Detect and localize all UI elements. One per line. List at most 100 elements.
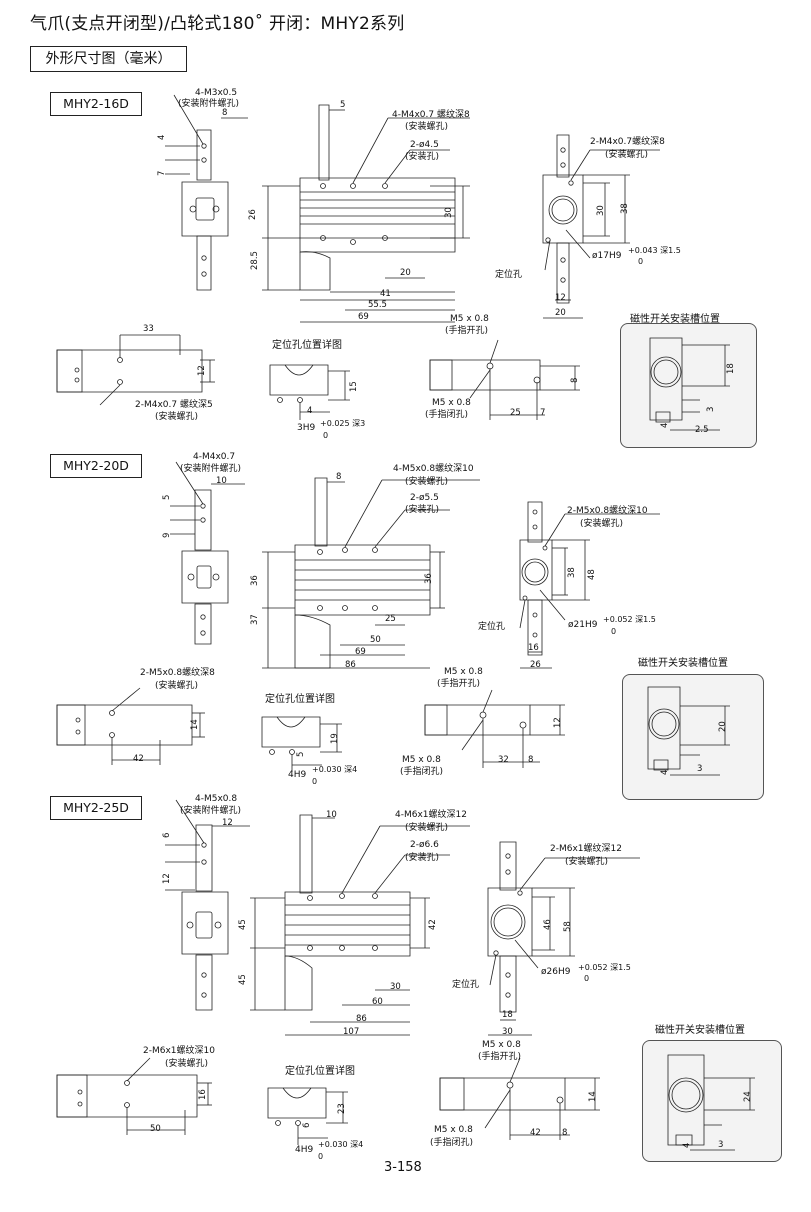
port-close-16: M5 x 0.8 (432, 398, 471, 408)
port-open-25: M5 x 0.8 (482, 1040, 521, 1050)
port-close-note-25: (手指闭孔) (430, 1138, 474, 1148)
dim-16: 16 (198, 1089, 208, 1100)
dim-16: 16 (528, 643, 539, 653)
dim-36b: 36 (424, 573, 434, 584)
dim-8b: 8 (528, 755, 534, 765)
dim-4b: 4 (307, 406, 313, 416)
detail-title-20: 定位孔位置详图 (265, 694, 335, 705)
dim-30: 30 (390, 982, 401, 992)
dim-10: 10 (326, 810, 337, 820)
dim-69: 69 (355, 647, 366, 657)
finger-16-upper (197, 130, 211, 180)
detail-tol-16: +0.025 深3 (320, 419, 366, 428)
attach-thread-16: 4-M3x0.5 (195, 88, 238, 98)
dim-37: 37 (250, 614, 260, 625)
dim-26: 26 (530, 660, 541, 670)
mount-thread-16: 4-M4x0.7 螺纹深8 (392, 110, 470, 120)
hole-20: 2-ø5.5 (410, 493, 439, 503)
detail-fit-20: 4H9 (288, 770, 307, 780)
model-label-16d: MHY2-16D (50, 92, 142, 116)
bore-tol-20: +0.052 深1.5 (603, 615, 656, 624)
hole-25: 2-ø6.6 (410, 840, 439, 850)
dim-86: 86 (345, 660, 356, 670)
detail-tol-low-16: 0 (323, 431, 329, 440)
bore-fit-16: ø17H9 (592, 251, 622, 261)
bore-tol-low-20: 0 (611, 627, 617, 636)
bottom-thread-20: 2-M5x0.8螺纹深8 (140, 668, 215, 678)
dim-30: 30 (444, 207, 454, 218)
side-thread-20: 2-M5x0.8螺纹深10 (567, 506, 648, 516)
dim-4: 4 (157, 134, 167, 140)
mount-note-16: (安装螺孔) (405, 122, 449, 132)
detail-title-25: 定位孔位置详图 (285, 1066, 355, 1077)
dim-19: 19 (330, 733, 340, 744)
dim-18: 18 (726, 363, 736, 374)
mag-switch-box-25 (642, 1040, 782, 1162)
mount-note-20: (安装螺孔) (405, 477, 449, 487)
mag-switch-box-20 (622, 674, 764, 800)
detail-tol-low-20: 0 (312, 777, 318, 786)
dim-36: 36 (250, 575, 260, 586)
side-note-25: (安装螺孔) (565, 857, 609, 867)
dim-33: 33 (143, 324, 154, 334)
dim-12: 12 (222, 818, 233, 828)
bore-fit-25: ø26H9 (541, 967, 571, 977)
page-number: 3-158 (384, 1160, 422, 1175)
dim-46: 46 (543, 919, 553, 930)
dim-41: 41 (380, 289, 391, 299)
dim-2-5: 2.5 (695, 425, 709, 435)
dim-15: 15 (349, 381, 359, 392)
hole-note-20: (安装孔) (405, 505, 440, 515)
dim-12b: 12 (162, 873, 172, 884)
side-note-16: (安装螺孔) (605, 150, 649, 160)
dim-42: 42 (133, 754, 144, 764)
bore-tol-16: +0.043 深1.5 (628, 246, 681, 255)
hole-note-25: (安装孔) (405, 853, 440, 863)
mag-title-20: 磁性开关安装槽位置 (638, 658, 728, 669)
dim-18: 18 (502, 1010, 513, 1020)
detail-tol-low-25: 0 (318, 1152, 324, 1161)
dim-3: 3 (718, 1140, 724, 1150)
mag-title-25: 磁性开关安装槽位置 (655, 1025, 745, 1036)
dim-38: 38 (567, 567, 577, 578)
dim-12b: 12 (197, 365, 207, 376)
side-thread-16: 2-M4x0.7螺纹深8 (590, 137, 665, 147)
dim-7b: 7 (540, 408, 546, 418)
mag-title-16: 磁性开关安装槽位置 (630, 314, 720, 325)
attach-note-16: (安装附件螺孔) (178, 99, 240, 109)
dim-20b: 20 (555, 308, 566, 318)
port-open-note-25: (手指开孔) (478, 1052, 522, 1062)
dim-50: 50 (150, 1124, 161, 1134)
dim-28-5: 28.5 (250, 251, 260, 270)
finger-16-lower (197, 236, 211, 290)
drawing-16d (57, 95, 660, 420)
mount-thread-25: 4-M6x1螺纹深12 (395, 810, 467, 820)
locating-16: 定位孔 (495, 270, 523, 280)
dim-7: 7 (157, 170, 167, 176)
hole-note-16: (安装孔) (405, 152, 440, 162)
dim-107: 107 (343, 1027, 360, 1037)
bottom-note-25: (安装螺孔) (165, 1059, 209, 1069)
dim-5b: 5 (296, 751, 306, 757)
dim-5: 5 (162, 494, 172, 500)
bore-tol-25: +0.052 深1.5 (578, 963, 631, 972)
attach-thread-25: 4-M5x0.8 (195, 794, 238, 804)
bore-tol-low-16: 0 (638, 257, 644, 266)
page-title: 气爪(支点开闭型)/凸轮式180˚ 开闭：MHY2系列 (30, 14, 405, 34)
detail-fit-16: 3H9 (297, 423, 316, 433)
bore-tol-low-25: 0 (584, 974, 590, 983)
dim-42b: 42 (530, 1128, 541, 1138)
port-open-20: M5 x 0.8 (444, 667, 483, 677)
port-close-note-20: (手指闭孔) (400, 767, 444, 777)
dim-58: 58 (563, 921, 573, 932)
attach-thread-20: 4-M4x0.7 (193, 452, 236, 462)
dim-5: 5 (340, 100, 346, 110)
hole-16: 2-ø4.5 (410, 140, 439, 150)
dim-12: 12 (553, 717, 563, 728)
detail-title-16: 定位孔位置详图 (272, 340, 342, 351)
dim-20: 20 (718, 721, 728, 732)
mag-switch-box-16 (620, 323, 757, 448)
dim-14: 14 (190, 719, 200, 730)
dim-8: 8 (222, 108, 228, 118)
